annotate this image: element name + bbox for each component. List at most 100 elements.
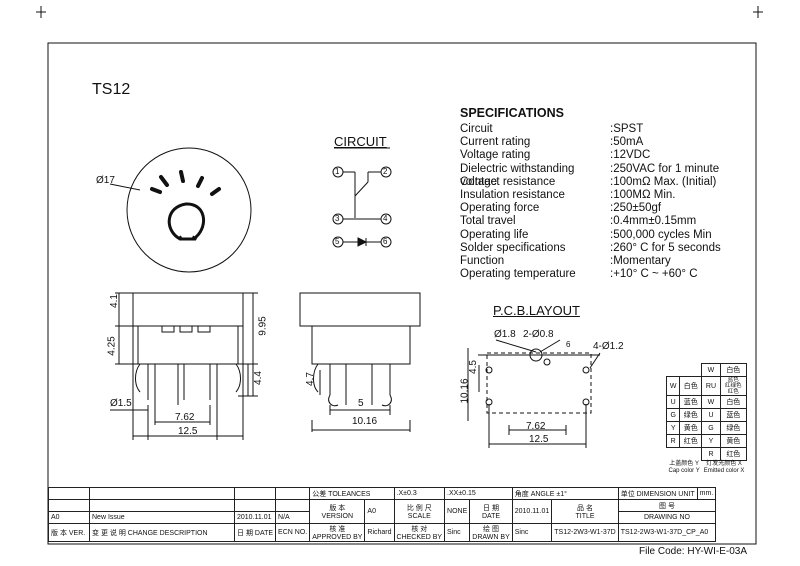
date-cn: 日 期 — [483, 505, 499, 512]
w-head: W — [701, 363, 721, 377]
pin-4: 4 — [383, 214, 388, 223]
c-rc4: 红色 — [719, 447, 747, 461]
drn-v: Sinc — [511, 523, 553, 542]
c-lc4: 红色 — [679, 434, 703, 448]
c-lc0: 白色 — [679, 376, 703, 396]
pcb-w1: 7.62 — [526, 421, 546, 432]
spec-key: Operating temperature — [460, 268, 576, 281]
c-lc3: 黄色 — [679, 421, 703, 435]
pin-5: 5 — [335, 237, 340, 246]
spec-row: Current rating :50mA — [460, 136, 721, 149]
spec-value: :100MΩ Min. — [610, 188, 676, 201]
pcb-d1: Ø1.8 — [494, 329, 516, 340]
c-l0: W — [665, 376, 681, 396]
c-r2: G — [701, 421, 721, 435]
pcb-d2: 2-Ø0.8 — [523, 329, 554, 340]
ver-v: A0 — [364, 499, 395, 524]
spec-row: Circuit :SPST — [460, 123, 721, 136]
drn-en: DRAWN BY — [472, 534, 510, 541]
side-width-10-16: 10.16 — [352, 416, 378, 427]
spec-value: :+10° C ~ +60° C — [610, 268, 698, 281]
side-height-4-7: 4.7 — [304, 372, 316, 386]
pin-1: 1 — [335, 167, 340, 176]
spec-value: :50mA — [610, 136, 644, 149]
model: TS12-2W3-W1-37D — [551, 523, 619, 542]
spec-key: Current rating — [460, 136, 531, 149]
height-4-25: 4.25 — [106, 336, 118, 356]
drn-cn: 绘 图 — [483, 526, 499, 533]
height-4-4: 4.4 — [252, 371, 264, 385]
spec-row: Solder specifications:260° C for 5 secon… — [460, 242, 721, 255]
rev-desc: New Issue — [89, 511, 235, 524]
w-head-cn: 白色 — [719, 363, 747, 377]
scale-cn: 比 例 尺 — [406, 505, 432, 512]
spec-value: :500,000 cycles Min — [610, 228, 712, 241]
rev-h-cn: 版 本 VER. — [48, 523, 90, 542]
spec-key: Function — [460, 254, 505, 267]
spec-value: :250±50gf — [610, 202, 662, 215]
spec-value: :SPST — [610, 123, 644, 135]
c-l1: U — [665, 395, 681, 409]
spec-row: Voltage rating:12VDC — [460, 149, 721, 162]
angle: 角度 ANGLE ±1° — [511, 487, 619, 500]
ver-en: VERSION — [321, 513, 354, 520]
spec-key: Operating life — [460, 228, 529, 241]
chk-en: CHECKED BY — [396, 534, 443, 541]
unit: 单位 DIMENSION UNIT — [617, 487, 698, 500]
spec-row: Operating temperature :+10° C ~ +60° C — [460, 268, 721, 281]
pcb-h1: 4.5 — [467, 360, 479, 374]
appr-en: APPROVED BY — [312, 534, 363, 541]
pin-2: 2 — [383, 167, 388, 176]
pcb-angle: 6 — [566, 340, 571, 349]
spec-key: Operating force — [460, 202, 540, 215]
rev-h-ecn: ECN NO. — [275, 523, 311, 542]
ver-cn: 版 本 — [329, 505, 346, 512]
spec-row: Contact resistance:100mΩ Max. (Initial) — [460, 176, 721, 189]
rev-v: A0 — [48, 511, 90, 524]
rev-h-desc: 变 更 说 明 CHANGE DESCRIPTION — [89, 523, 235, 542]
c-r3: Y — [701, 434, 721, 448]
spec-value: :100mΩ Max. (Initial) — [610, 175, 717, 188]
appr-cn: 核 准 — [329, 526, 346, 533]
ru-line-2: 红色 — [727, 389, 739, 395]
c-r0: W — [701, 395, 721, 409]
emit-cn: 灯发光颜色 X — [706, 461, 742, 467]
spec-key: Circuit — [460, 123, 493, 135]
name-cn: 品 名 — [577, 505, 593, 512]
scale-v: NONE — [444, 499, 471, 524]
ru: RU — [701, 376, 721, 396]
spec-row: Dielectric withstanding voltage:250VAC f… — [460, 163, 721, 188]
rev-ecn: N/A — [275, 511, 311, 524]
c-rc2: 绿色 — [719, 421, 747, 435]
outer-frame — [47, 42, 757, 545]
pin-6: 6 — [383, 237, 388, 246]
name-en: TITLE — [575, 513, 595, 520]
spec-row: Total travel:0.4mm±0.15mm — [460, 215, 721, 228]
corner-marks — [36, 6, 763, 18]
spec-row: Operating life :500,000 cycles Min — [460, 229, 721, 242]
c-rc3: 黄色 — [719, 434, 747, 448]
unit-v: mm. — [696, 487, 717, 500]
pcb-layout — [467, 339, 601, 448]
cap-cn: 上盖颜色 Y — [669, 460, 699, 467]
spec-key: Solder specifications — [460, 241, 566, 254]
height-4-1: 4.1 — [108, 294, 120, 308]
tol-label: 公差 TOLEANCES — [309, 487, 395, 500]
pcb-title: P.C.B.LAYOUT — [493, 303, 580, 318]
c-lc1: 蓝色 — [679, 395, 703, 409]
pcb-h2: 10.16 — [459, 378, 471, 404]
scale-en: SCALE — [407, 513, 431, 520]
appr-v: Richard — [364, 523, 395, 542]
side-view — [299, 292, 421, 432]
pcb-w2: 12.5 — [529, 434, 549, 445]
circuit-diagram — [332, 147, 392, 248]
chk-cn: 核 对 — [411, 526, 428, 533]
spec-row: Operating force :250±50gf — [460, 202, 721, 215]
c-r1: U — [701, 408, 721, 422]
c-rc1: 蓝色 — [719, 408, 747, 422]
drawing-no: TS12-2W3-W1-37D_CP_A0 — [617, 523, 717, 542]
pin-3: 3 — [335, 214, 340, 223]
width-7-62: 7.62 — [175, 412, 195, 423]
c-l2: G — [665, 408, 681, 422]
